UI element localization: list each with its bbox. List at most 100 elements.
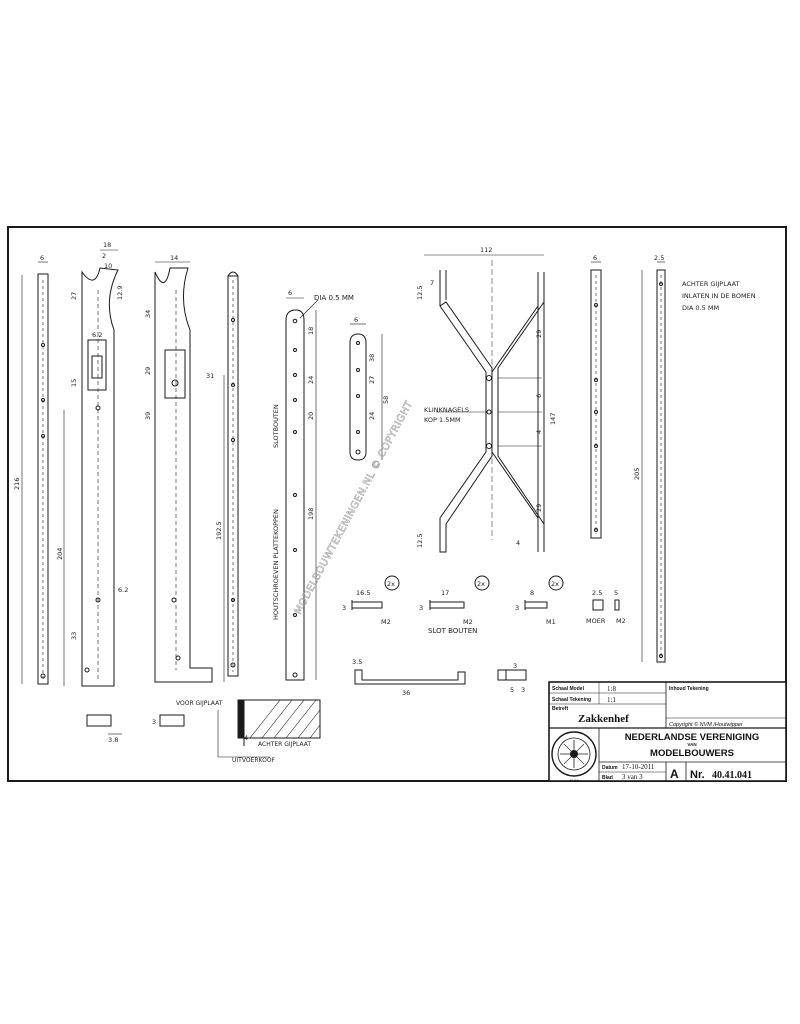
part-bolts [351, 575, 620, 611]
dim-label: 36 [402, 689, 410, 697]
part-bar-205 [641, 261, 666, 663]
dim-label: 17 [441, 589, 449, 597]
datum-label: Datum [602, 765, 618, 771]
dim-label: M2 [381, 618, 391, 626]
dim-label: 29 [535, 504, 543, 512]
note-klinknagels: KLINKNAGELS [424, 406, 469, 414]
drawing-frame [7, 226, 787, 782]
blad-value: 3 van 3 [622, 773, 643, 781]
drawing-notes: DIA 0.5 MM KLINKNAGELS KOP 1.5MM ACHTER … [176, 280, 756, 764]
dim-label: 216 [13, 478, 21, 490]
schaal-tekening-value: 1:1 [607, 696, 616, 704]
dim-label: 10 [104, 262, 112, 270]
betreft-label: Betreft [552, 706, 568, 712]
dim-label: 2.5 [654, 254, 664, 262]
dim-label: 16.5 [356, 589, 370, 597]
dim-label: 14 [170, 254, 178, 262]
note-moer: MOER [586, 617, 606, 625]
count-2: 2x [477, 580, 485, 588]
dim-label: 20 [307, 412, 315, 420]
nvm-logo-letters: NVM [570, 778, 579, 783]
dim-label: 4 [535, 430, 543, 434]
note-houtschroeven: HOUTSCHROEVEN PLATTEKOPPEN [272, 509, 280, 620]
dim-label: 31 [206, 372, 214, 380]
dim-label: 12.9 [116, 286, 124, 300]
dim-label: 205 [633, 468, 641, 480]
dim-label: 3 [342, 604, 346, 612]
dim-label: 3 [515, 604, 519, 612]
note-dia-2: DIA 0.5 MM [682, 304, 719, 312]
dim-label: 27 [368, 376, 376, 384]
dim-label: 6.2 [92, 331, 102, 339]
org-line-1: NEDERLANDSE VERENIGING [625, 732, 760, 743]
dim-label: 34 [144, 310, 152, 318]
dim-label: 3 [152, 718, 156, 726]
datum-value: 17-10-2011 [622, 763, 655, 771]
dim-label: 4 [516, 539, 520, 547]
nvm-logo: NVM [551, 731, 597, 783]
part-post-204 [63, 249, 119, 687]
dim-label: 6 [354, 316, 358, 324]
part-x-brace [424, 254, 545, 553]
count-3: 2x [551, 580, 559, 588]
note-dia: DIA 0.5 MM [314, 294, 354, 302]
betreft-value: Zakkenhef [578, 713, 629, 725]
note-kop: KOP 1.5MM [424, 416, 461, 424]
dim-label: 33 [70, 632, 78, 640]
dim-label: 204 [56, 548, 64, 560]
dim-label: 2.5 [592, 589, 602, 597]
blad-label: Blad [602, 775, 613, 781]
dim-label: 7 [430, 279, 434, 287]
dim-label: 3.8 [108, 736, 118, 744]
note-achter-gijplaat-2: ACHTER GIJPLAAT [258, 741, 311, 748]
note-slot-bouten: SLOT BOUTEN [428, 627, 477, 635]
note-achter-gijplaat: ACHTER GIJPLAAT [682, 280, 740, 288]
schaal-model-value: 1:8 [607, 685, 616, 693]
dim-label: 12.5 [416, 534, 424, 548]
dim-label: 147 [549, 413, 557, 425]
dim-label: 58 [382, 396, 390, 404]
part-bar-216 [21, 261, 49, 685]
nr-value: 40.41.041 [712, 770, 752, 781]
part-drawings [21, 249, 666, 758]
dim-label: 6.2 [118, 586, 128, 594]
part-post-192 [154, 261, 225, 683]
dim-label: 5 [510, 686, 514, 694]
dim-label: M1 [546, 618, 556, 626]
part-narrow-bar [227, 271, 239, 677]
dim-label: 29 [535, 330, 543, 338]
dim-label: 112 [480, 246, 492, 254]
dim-label: 198 [307, 508, 315, 520]
dim-label: 38 [368, 354, 376, 362]
dim-label: 29 [144, 367, 152, 375]
dim-label: 24 [307, 376, 315, 384]
schaal-model-label: Schaal Model [552, 686, 585, 692]
part-strip-198 [285, 297, 319, 681]
dim-label: 4 [244, 734, 248, 742]
dim-label: 15 [70, 379, 78, 387]
part-plate-58 [349, 323, 383, 461]
dim-label: M2 [463, 618, 473, 626]
dimension-labels: 6 216 18 2 10 27 12.9 6.2 15 204 6.2 33 … [13, 241, 664, 744]
note-slotbouten: SLOTBOUTEN [272, 404, 280, 448]
note-voor-gijplaat: VOOR GIJPLAAT [176, 700, 223, 707]
dim-label: 6 [288, 289, 292, 297]
inhoud-label: Inhoud Tekening [669, 686, 709, 692]
dim-label: M2 [616, 617, 626, 625]
copyright-text: Copyright © NVM /Houtwipper [669, 721, 744, 728]
dim-label: 18 [307, 327, 315, 335]
note-inlaten: INLATEN IN DE BOMEN [682, 292, 756, 300]
dim-label: 2 [102, 252, 106, 260]
org-line-3: MODELBOUWERS [650, 748, 734, 759]
part-small-details [86, 669, 527, 735]
dim-label: 12.5 [416, 286, 424, 300]
dim-label: 39 [144, 412, 152, 420]
dim-label: 192.5 [215, 521, 223, 540]
dim-label: 3 [419, 604, 423, 612]
format-letter: A [670, 767, 679, 781]
dim-label: 24 [368, 412, 376, 420]
dim-label: 27 [70, 292, 78, 300]
dim-label: 6 [535, 394, 543, 398]
dim-label: 18 [103, 241, 111, 249]
